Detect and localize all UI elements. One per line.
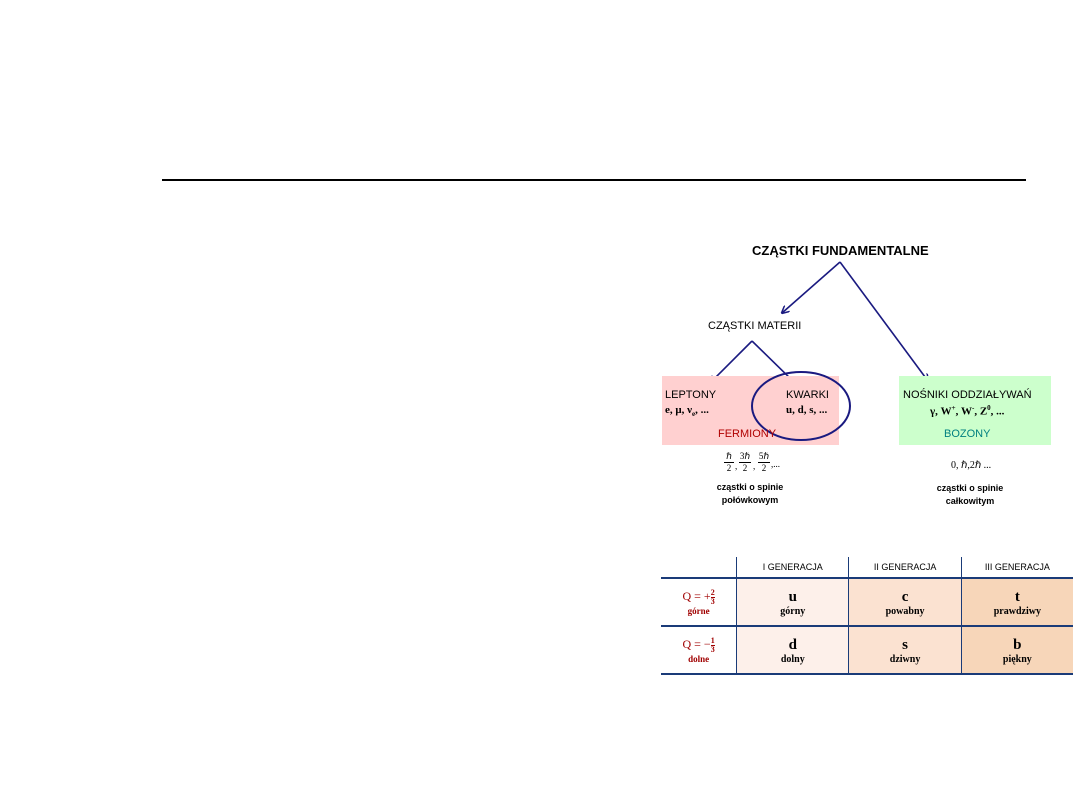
- header-gen-1: I GENERACJA: [736, 557, 849, 579]
- boson-spin-values: 0, ℏ,2ℏ ...: [951, 460, 992, 471]
- header-gen-2: II GENERACJA: [848, 557, 962, 579]
- quark-table: I GENERACJA II GENERACJA III GENERACJA Q…: [661, 557, 1073, 675]
- leptony-label: LEPTONY: [665, 389, 717, 401]
- nosniki-label: NOŚNIKI ODDZIAŁYWAŃ: [903, 389, 1032, 401]
- arrow-to-materii: [782, 261, 841, 313]
- nosniki-examples: γ, W+, W-, Z0, ...: [930, 404, 1005, 418]
- spin-comma-2: ,: [753, 461, 756, 471]
- fermion-box: [662, 376, 839, 445]
- kwarki-label: KWARKI: [786, 389, 829, 401]
- table-header-row: I GENERACJA II GENERACJA III GENERACJA: [661, 557, 1073, 579]
- spin-comma-1: ,: [735, 461, 738, 471]
- kwarki-examples: u, d, s, ...: [786, 404, 828, 416]
- spin-tail: ,...: [771, 459, 780, 469]
- diagram-title: CZĄSTKI FUNDAMENTALNE: [752, 243, 929, 258]
- materii-label: CZĄSTKI MATERII: [708, 320, 802, 332]
- bozony-label: BOZONY: [944, 428, 991, 440]
- header-gen-3: III GENERACJA: [960, 557, 1073, 579]
- horizontal-rule: [162, 179, 1026, 181]
- arrow-to-nosniki: [839, 261, 928, 381]
- leptony-examples: e, μ, νe, ...: [665, 404, 709, 419]
- table-corner: [661, 557, 737, 579]
- fermiony-label: FERMIONY: [718, 428, 777, 440]
- boson-box: [899, 376, 1051, 445]
